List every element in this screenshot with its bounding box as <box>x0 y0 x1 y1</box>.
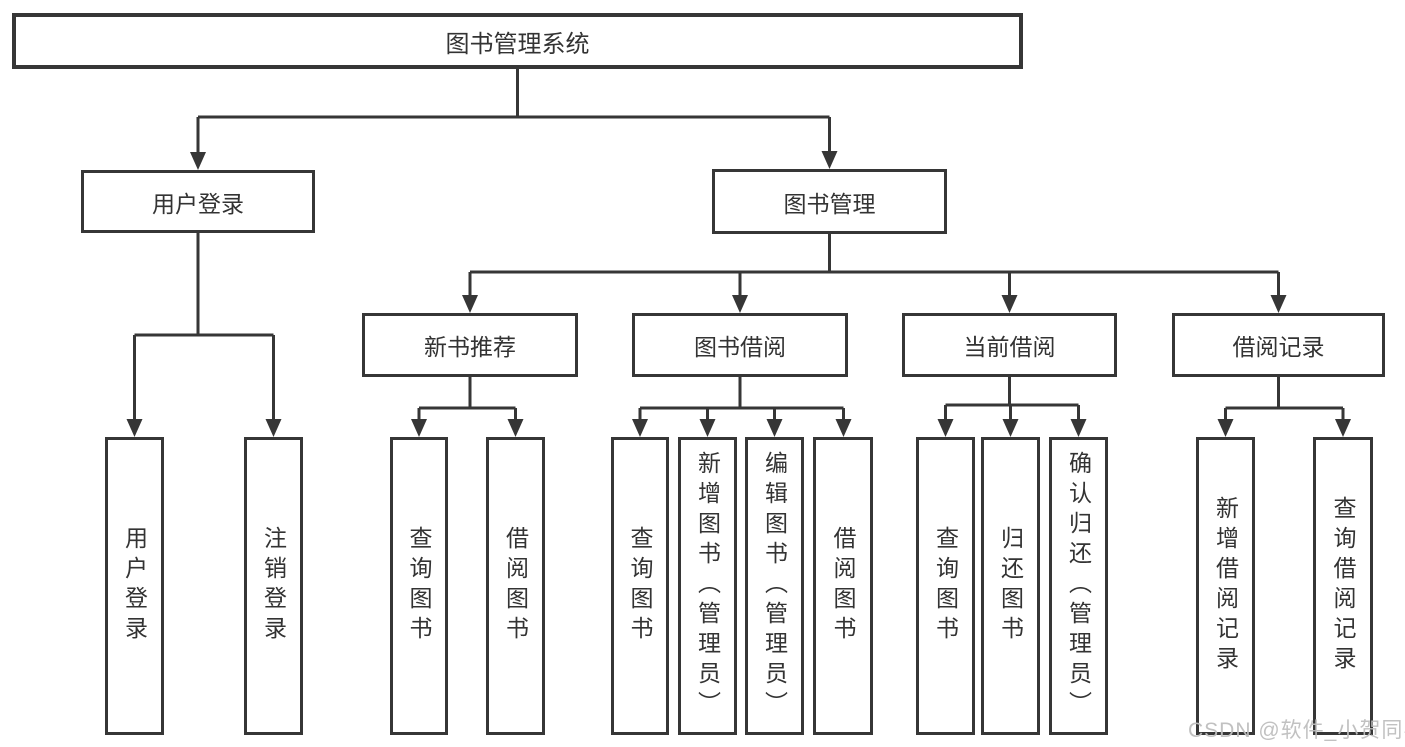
leaf-borrowing-borrow-books: 借阅图书 <box>813 437 873 735</box>
node-book-borrowing: 图书借阅 <box>632 313 848 377</box>
node-current-borrowing: 当前借阅 <box>902 313 1117 377</box>
leaf-recommend-borrow-books: 借阅图书 <box>486 437 545 735</box>
leaf-current-confirm-return-admin: 确认归还（管理员） <box>1049 437 1108 735</box>
node-root-system: 图书管理系统 <box>12 13 1023 69</box>
leaf-borrowing-edit-books-admin: 编辑图书（管理员） <box>745 437 804 735</box>
node-borrowing-records: 借阅记录 <box>1172 313 1385 377</box>
node-book-management: 图书管理 <box>712 169 947 234</box>
node-user-login: 用户登录 <box>81 170 315 233</box>
leaf-borrowing-add-books-admin: 新增图书（管理员） <box>678 437 737 735</box>
leaf-logout: 注销登录 <box>244 437 303 735</box>
connector-strokes <box>133 69 1345 420</box>
leaf-records-add-borrow-record: 新增借阅记录 <box>1196 437 1255 735</box>
leaf-current-query-books: 查询图书 <box>916 437 975 735</box>
leaf-user-login: 用户登录 <box>105 437 164 735</box>
leaf-recommend-query-books: 查询图书 <box>390 437 448 735</box>
leaf-records-query-borrow-record: 查询借阅记录 <box>1313 437 1373 735</box>
watermark: CSDN @软件_小贺同学 <box>1188 719 1405 742</box>
node-new-book-recommend: 新书推荐 <box>362 313 578 377</box>
leaf-borrowing-query-books: 查询图书 <box>611 437 669 735</box>
leaf-current-return-books: 归还图书 <box>981 437 1040 735</box>
